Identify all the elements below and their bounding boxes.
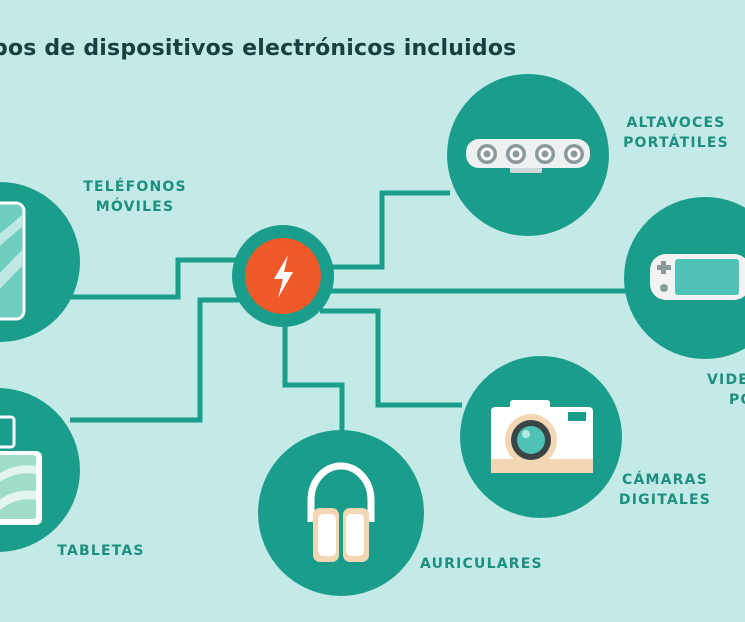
connector-headphones xyxy=(282,325,345,435)
connector-phones xyxy=(70,257,238,300)
node-speakers xyxy=(447,74,609,236)
connector-cameras xyxy=(320,308,462,408)
tablet-icon xyxy=(0,415,42,525)
connector-speakers xyxy=(330,190,450,270)
label-headphones: AURICULARES xyxy=(420,554,542,574)
headphones-icon xyxy=(307,462,375,562)
label-consoles-line2: PO xyxy=(729,392,745,408)
node-tablets xyxy=(0,388,80,552)
node-consoles xyxy=(624,197,745,359)
label-cameras-line2: DIGITALES xyxy=(618,492,712,508)
label-speakers: ALTAVOCES PORTÁTILES xyxy=(620,113,732,153)
label-phones: TELÉFONOS MÓVILES xyxy=(80,177,190,217)
label-speakers-line1: ALTAVOCES xyxy=(626,115,726,131)
handheld-console-icon xyxy=(650,254,745,300)
connector-tablets xyxy=(70,297,240,423)
lightning-bolt-icon xyxy=(274,255,293,298)
label-phones-line2: MÓVILES xyxy=(95,199,175,215)
label-tablets: TABLETAS xyxy=(55,541,147,561)
smartphone-icon xyxy=(0,201,26,321)
label-speakers-line2: PORTÁTILES xyxy=(623,135,729,151)
node-headphones xyxy=(258,430,424,596)
label-cameras-line1: CÁMARAS xyxy=(622,472,708,488)
page-title: pos de dispositivos electrónicos incluid… xyxy=(0,36,517,61)
label-tablets-line1: TABLETAS xyxy=(57,543,145,559)
label-headphones-line1: AURICULARES xyxy=(420,556,543,572)
node-cameras xyxy=(460,356,622,518)
label-cameras: CÁMARAS DIGITALES xyxy=(615,470,715,510)
camera-icon xyxy=(491,400,593,473)
speaker-icon xyxy=(466,139,590,173)
label-phones-line1: TELÉFONOS xyxy=(83,179,187,195)
node-phones xyxy=(0,182,80,342)
label-consoles: VIDE PO xyxy=(707,370,745,410)
connector-lines xyxy=(70,190,632,435)
hub xyxy=(232,225,334,327)
label-consoles-line1: VIDE xyxy=(707,372,745,388)
